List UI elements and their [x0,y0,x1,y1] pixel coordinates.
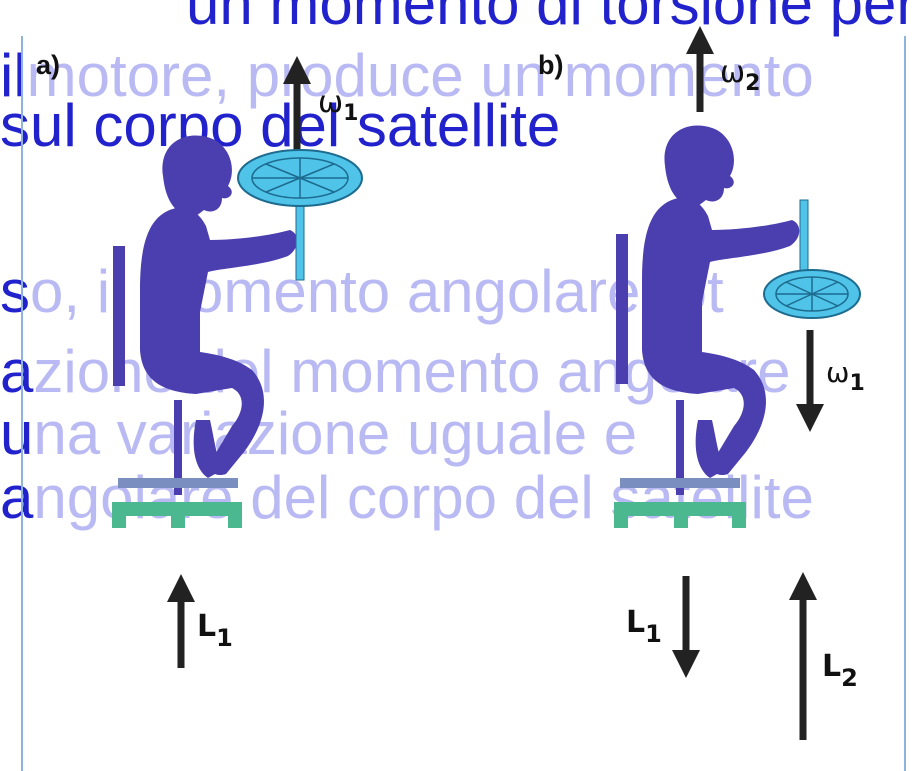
ghost-prefix-3: s [0,92,30,159]
panel-b-chair-base [614,502,746,528]
panel-b-person [642,125,800,478]
panel-b-L2-label: L2 [822,649,858,692]
ghost-text-1: un momento di torsione per [186,0,913,37]
panel-b-L1-label: L1 [626,605,662,648]
ghost-text-line-1: un momento di torsione per [186,0,913,34]
ghost-prefix-5: a [0,338,34,405]
panel-a-chair-base [112,502,242,528]
panel-a-person [140,135,298,478]
ghost-rest-2: motore, produce un momento [26,42,814,109]
panel-a-footrest [118,478,238,488]
panel-b-omega2-label: ω2 [720,55,760,96]
panel-a-wheel [237,149,363,207]
panel-a-chair-post [174,400,182,495]
panel-a-omega-label: ω1 [318,85,358,126]
panel-a: a) ω1 [36,50,363,668]
panel-b-label: b) [538,50,563,80]
ghost-prefix-4: s [0,258,30,325]
ghost-prefix-7: a [0,464,34,531]
panel-b: b) ω2 [538,25,865,740]
panel-b-chair-post [676,400,684,495]
panel-a-label: a) [36,50,60,80]
panel-b-chair-back [616,234,628,384]
panel-a-chair-back [113,246,125,386]
panel-b-footrest [620,478,740,488]
panel-a-L-label: L1 [197,609,233,652]
ghost-rest-6: na variazione uguale e [33,400,638,467]
ghost-prefix-6: u [0,400,34,467]
ghost-text-line-6: una variazione uguale e [0,404,637,464]
panel-b-wheel [763,269,861,319]
panel-b-omega1-label: ω1 [826,356,865,396]
